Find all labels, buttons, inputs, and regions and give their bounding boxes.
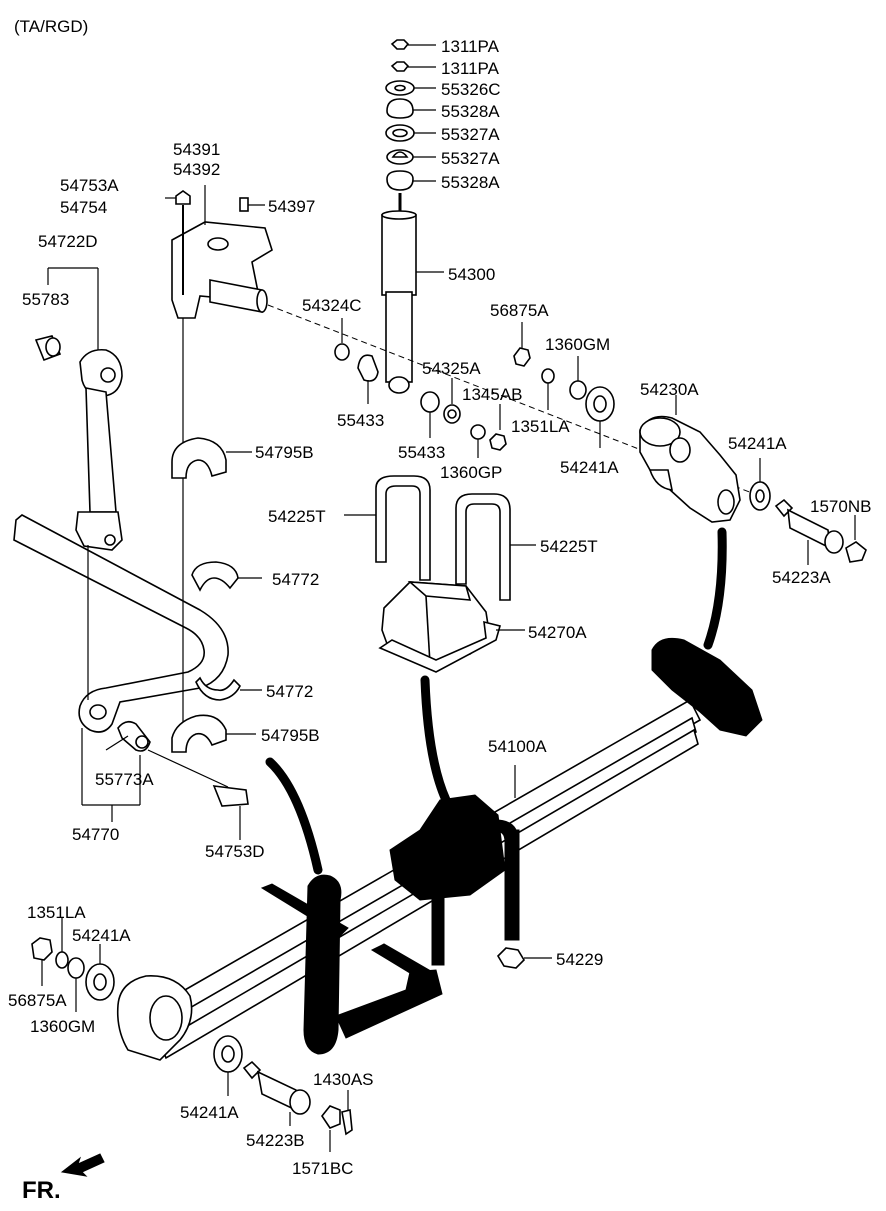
part-label-1430as: 1430AS (313, 1070, 374, 1089)
part-label-55327a: 55327A (441, 125, 500, 144)
part-label-55328a: 55328A (441, 173, 500, 192)
part-label-54772: 54772 (272, 570, 319, 589)
stabilizer-bushings (105, 437, 262, 753)
part-label-1345ab: 1345AB (462, 385, 523, 404)
part-label-54770: 54770 (72, 825, 119, 844)
part-label-54325a: 54325A (422, 359, 481, 378)
part-label-54230a: 54230A (640, 380, 699, 399)
part-label-55783: 55783 (22, 290, 69, 309)
part-label-1351la: 1351LA (511, 417, 570, 436)
part-label-54392: 54392 (173, 160, 220, 179)
part-label-55433: 55433 (337, 411, 384, 430)
part-label-1360gp: 1360GP (440, 463, 502, 482)
part-label-56875a: 56875A (490, 301, 549, 320)
center-clamp (389, 794, 520, 966)
part-label-1311pa: 1311PA (441, 37, 500, 56)
part-label-54100a: 54100A (488, 737, 547, 756)
part-label-54391: 54391 (173, 140, 220, 159)
front-direction-indicator: FR. (22, 1153, 105, 1204)
part-label-54772: 54772 (266, 682, 313, 701)
lower-link-bracket (81, 728, 141, 822)
part-label-1351la: 1351LA (27, 903, 86, 922)
part-label-54300: 54300 (448, 265, 495, 284)
part-label-56875a: 56875A (8, 991, 67, 1010)
part-label-54225t: 54225T (540, 537, 598, 556)
part-label-54223b: 54223B (246, 1131, 305, 1150)
part-label-54795b: 54795B (261, 726, 320, 745)
part-label-54397: 54397 (268, 197, 315, 216)
part-label-54241a: 54241A (180, 1103, 239, 1122)
front-direction-label: FR. (22, 1177, 61, 1204)
part-label-54754: 54754 (60, 198, 107, 217)
part-label-1571bc: 1571BC (292, 1159, 353, 1178)
spring-shackle (639, 395, 867, 565)
part-label-54753a: 54753A (60, 176, 119, 195)
front-arrow-icon (60, 1153, 105, 1177)
part-label-54241a: 54241A (728, 434, 787, 453)
front-eye-hardware (31, 918, 115, 1012)
shackle-end (651, 637, 763, 737)
part-label-1570nb: 1570NB (810, 497, 871, 516)
part-label-54753d: 54753D (205, 842, 265, 861)
part-label-55773a: 55773A (95, 770, 154, 789)
shock-mount-hardware (385, 39, 436, 191)
stabilizer-bar (13, 318, 229, 740)
bolt-54753d (147, 749, 249, 840)
spring-front-eye (116, 975, 193, 1061)
spring-seat (378, 581, 525, 673)
part-label-55327a: 55327A (441, 149, 500, 168)
part-label-1311pa: 1311PA (441, 59, 500, 78)
part-label-54722d: 54722D (38, 232, 98, 251)
part-label-54270a: 54270A (528, 623, 587, 642)
stabilizer-bracket (165, 185, 273, 319)
stabilizer-link (34, 267, 123, 551)
front-pin-assembly (213, 1035, 353, 1152)
part-label-54324c: 54324C (302, 296, 362, 315)
part-label-54241a: 54241A (72, 926, 131, 945)
nut-54229 (496, 947, 552, 969)
shock-absorber (381, 193, 444, 394)
variant-code: (TA/RGD) (14, 17, 88, 36)
axle-bushings-and-nuts (334, 318, 615, 458)
part-label-54795b: 54795B (255, 443, 314, 462)
lower-stabilizer-link (260, 874, 443, 1055)
part-label-1360gm: 1360GM (30, 1017, 95, 1036)
part-label-54229: 54229 (556, 950, 603, 969)
part-label-1360gm: 1360GM (545, 335, 610, 354)
part-label-54223a: 54223A (772, 568, 831, 587)
part-label-54225t: 54225T (268, 507, 326, 526)
part-label-55328a: 55328A (441, 102, 500, 121)
part-label-54241a: 54241A (560, 458, 619, 477)
part-label-55433: 55433 (398, 443, 445, 462)
u-bolts (344, 475, 536, 601)
part-label-55326c: 55326C (441, 80, 501, 99)
